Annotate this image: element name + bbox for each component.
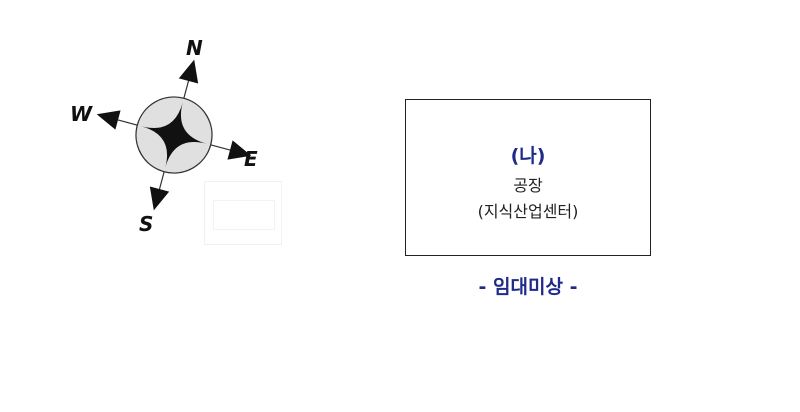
lease-status: - 임대미상 - <box>478 276 578 298</box>
building-subtype: (지식산업센터) <box>477 202 579 221</box>
east-arrow-icon <box>227 140 252 160</box>
building-box: (나) 공장 (지식산업센터) <box>405 99 651 256</box>
south-arrow-icon <box>149 186 170 211</box>
compass-star <box>141 102 207 168</box>
compass-label-south: S <box>139 212 153 236</box>
building-type: 공장 <box>513 176 543 195</box>
compass-label-east: E <box>244 147 258 171</box>
faint-watermark-inner <box>213 200 275 230</box>
compass-rose: N W E S <box>70 36 258 236</box>
west-arrow-icon <box>96 110 121 130</box>
compass-label-west: W <box>70 102 93 126</box>
compass-label-north: N <box>186 36 203 60</box>
faint-watermark <box>204 181 282 245</box>
north-arrow-icon <box>178 59 199 84</box>
building-marker: (나) <box>510 145 546 167</box>
